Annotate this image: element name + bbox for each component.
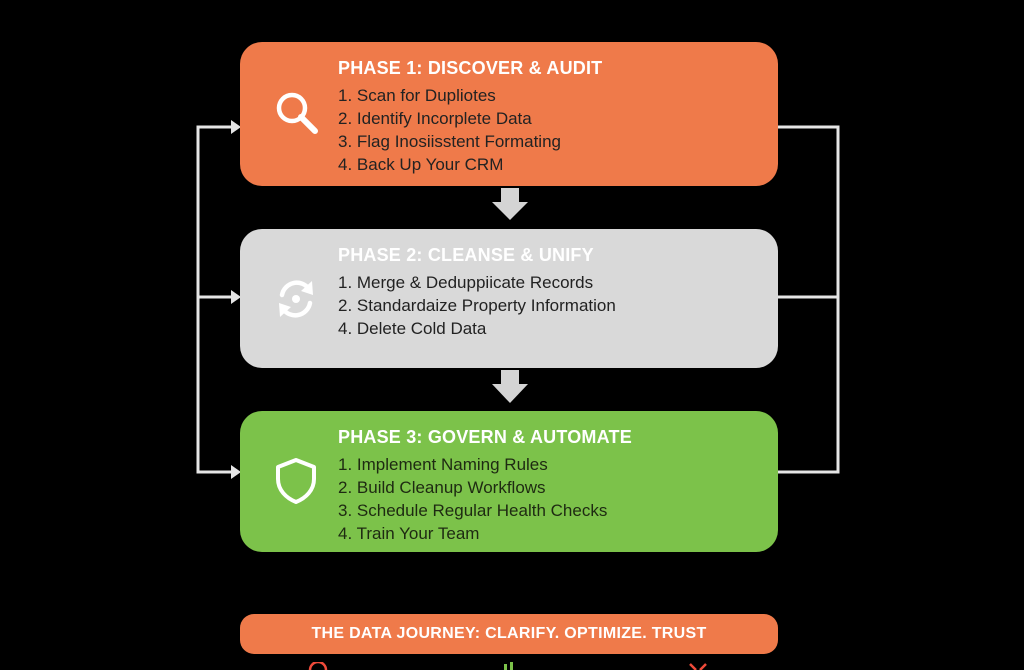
phase-2-card: PHASE 2: CLEANSE & UNIFY 1. Merge & Dedu… bbox=[240, 229, 778, 368]
phase-3-card: PHASE 3: GOVERN & AUTOMATE 1. Implement … bbox=[240, 411, 778, 552]
step-item: 2. Standardaize Property Information bbox=[338, 296, 616, 315]
shield-icon bbox=[276, 458, 316, 504]
phase-1-card: PHASE 1: DISCOVER & AUDIT 1. Scan for Du… bbox=[240, 42, 778, 186]
check-icon bbox=[689, 663, 707, 670]
step-item: 2. Identify Incorplete Data bbox=[338, 109, 532, 128]
phase-3-title: PHASE 3: GOVERN & AUTOMATE bbox=[338, 427, 632, 447]
chart-icon bbox=[504, 662, 513, 670]
step-item: 2. Build Cleanup Workflows bbox=[338, 478, 546, 497]
refresh-icon bbox=[279, 280, 313, 318]
step-item: 3. Flag Inosiisstent Formating bbox=[338, 132, 561, 151]
phase-2-steps: 1. Merge & Deduppiicate Records 2. Stand… bbox=[338, 271, 616, 340]
left-arrowheads bbox=[231, 120, 241, 479]
phase-1-title: PHASE 1: DISCOVER & AUDIT bbox=[338, 58, 603, 78]
tagline-bar: THE DATA JOURNEY: CLARIFY. OPTIMIZE. TRU… bbox=[240, 614, 778, 654]
right-feedback-line bbox=[778, 125, 840, 474]
down-arrow-1 bbox=[492, 188, 528, 220]
step-item: 1. Scan for Dupliotes bbox=[338, 86, 496, 105]
step-item: 3. Schedule Regular Health Checks bbox=[338, 501, 608, 520]
step-item: 1. Merge & Deduppiicate Records bbox=[338, 273, 594, 292]
target-icon bbox=[308, 662, 328, 670]
phase-1-steps: 1. Scan for Dupliotes 2. Identify Incorp… bbox=[338, 84, 561, 176]
down-arrow-2 bbox=[492, 370, 528, 403]
search-icon bbox=[276, 92, 318, 134]
tagline-text: THE DATA JOURNEY: CLARIFY. OPTIMIZE. TRU… bbox=[311, 625, 707, 642]
step-item: 4. Delete Cold Data bbox=[338, 319, 487, 338]
phase-3-steps: 1. Implement Naming Rules 2. Build Clean… bbox=[338, 453, 607, 545]
step-item: 1. Implement Naming Rules bbox=[338, 455, 548, 474]
step-item: 4. Train Your Team bbox=[338, 524, 480, 543]
phase-2-title: PHASE 2: CLEANSE & UNIFY bbox=[338, 245, 594, 265]
step-item: 4. Back Up Your CRM bbox=[338, 155, 504, 174]
